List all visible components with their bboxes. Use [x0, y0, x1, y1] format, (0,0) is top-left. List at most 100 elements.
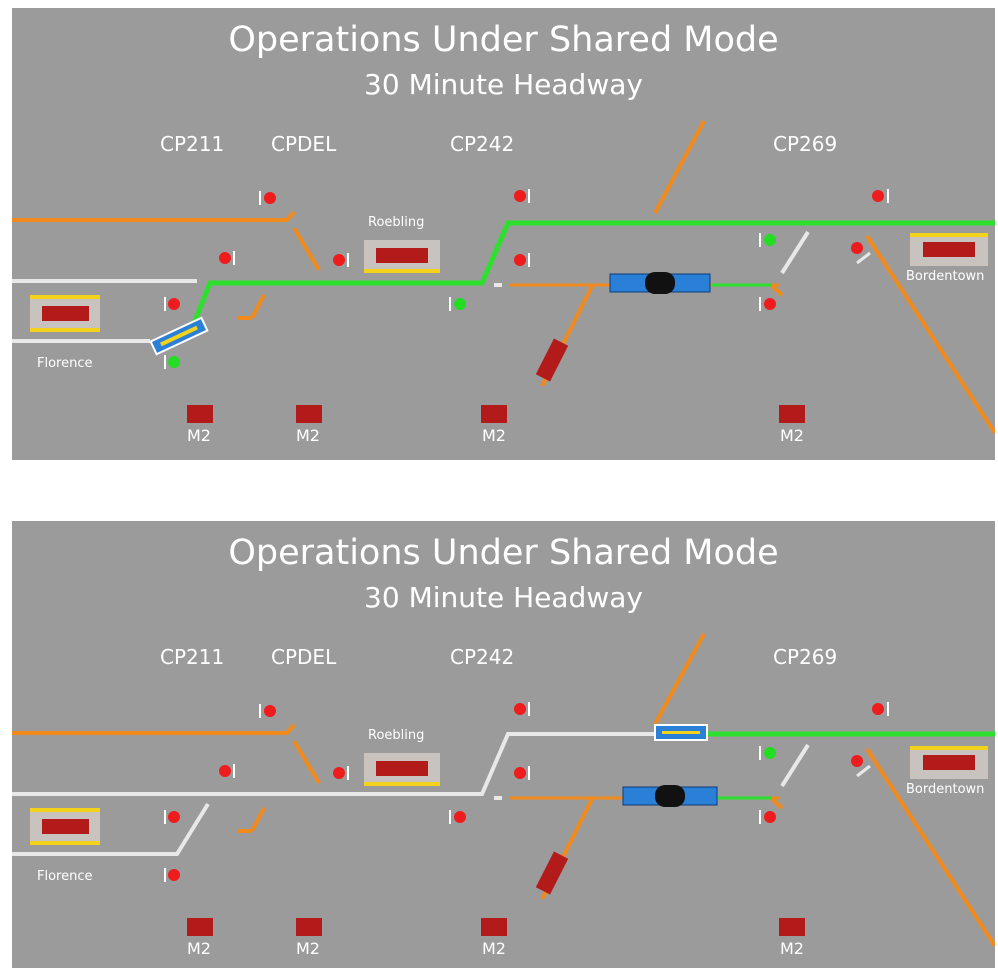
station-block: [923, 755, 975, 770]
control-point-label: CP211: [160, 645, 225, 669]
track-freight-north-end: [285, 210, 296, 222]
track-crossover-east: [780, 743, 810, 788]
station-platform: [910, 746, 988, 750]
track-freight-stub-diag: [250, 807, 266, 832]
diagram-subtitle: 30 Minute Headway: [364, 581, 643, 614]
signal-red: [219, 764, 235, 778]
signal-red: [219, 251, 235, 265]
station-platform: [30, 328, 100, 332]
signal-red: [759, 297, 776, 311]
track-diagram-bottom: [12, 633, 995, 948]
station-block: [923, 242, 975, 257]
maintenance-block: [187, 918, 213, 936]
maintenance-label: M2: [482, 426, 506, 445]
track-main: [12, 732, 659, 796]
maintenance-block: [296, 405, 322, 423]
freight-car-south: [535, 338, 569, 382]
maintenance-label: M2: [780, 426, 804, 445]
signal-red: [514, 766, 530, 780]
station-label: Roebling: [368, 215, 425, 230]
maintenance-label: M2: [296, 939, 320, 958]
signal-red: [333, 766, 349, 780]
signal-red: [514, 189, 530, 203]
maintenance-label: M2: [780, 939, 804, 958]
signal-red: [872, 702, 889, 716]
track-freight-stub-diag: [250, 294, 266, 319]
signal-red: [164, 810, 180, 824]
station-block: [376, 248, 428, 263]
control-point-label: CP242: [450, 645, 515, 669]
maintenance-label: M2: [187, 939, 211, 958]
signal-red: [759, 810, 776, 824]
station-platform: [364, 782, 440, 786]
freight-locomotive: [609, 272, 711, 294]
signal-green: [164, 355, 180, 369]
track-diagram-top: [12, 120, 995, 435]
track-freight-north-end: [285, 723, 296, 735]
track-freight-spur-north: [653, 120, 706, 214]
control-point-label: CP269: [773, 132, 838, 156]
station-platform: [30, 808, 100, 812]
light-rail-train: [654, 724, 708, 741]
maintenance-label: M2: [482, 939, 506, 958]
station-label: Florence: [37, 869, 93, 884]
track-east-stub: [856, 251, 871, 265]
station-platform: [30, 841, 100, 845]
track-siding-end: [770, 797, 784, 810]
signal-red: [851, 242, 863, 254]
signal-red: [872, 189, 889, 203]
station-label: Bordentown: [906, 269, 985, 284]
track-branch-florence: [12, 802, 210, 856]
station-platform: [30, 295, 100, 299]
track-siding-end: [770, 284, 784, 297]
diagram-title: Operations Under Shared Mode: [228, 20, 779, 60]
diagram-panel-bottom: Operations Under Shared Mode 30 Minute H…: [12, 521, 995, 968]
station-block: [42, 306, 89, 321]
maintenance-block: [481, 405, 507, 423]
track-freight-east: [865, 234, 995, 435]
station-block: [42, 819, 89, 834]
track-crossover-east: [780, 230, 810, 275]
signal-red: [514, 702, 530, 716]
maintenance-label: M2: [296, 426, 320, 445]
signal-red: [164, 297, 180, 311]
signal-red: [259, 191, 276, 205]
freight-locomotive: [622, 785, 718, 807]
diagram-title: Operations Under Shared Mode: [228, 533, 779, 573]
signal-red: [259, 704, 276, 718]
diagram-subtitle: 30 Minute Headway: [364, 68, 643, 101]
track-cleared-route: [189, 220, 995, 329]
maintenance-label: M2: [187, 426, 211, 445]
maintenance-block: [779, 405, 805, 423]
track-freight-east: [865, 747, 995, 948]
station-label: Florence: [37, 356, 93, 371]
track-freight-crossover: [292, 226, 321, 272]
station-platform: [910, 233, 988, 237]
control-point-label: CPDEL: [271, 645, 337, 669]
station-block: [376, 761, 428, 776]
control-point-label: CP269: [773, 645, 838, 669]
station-platform: [364, 269, 440, 273]
maintenance-block: [779, 918, 805, 936]
light-rail-train: [149, 316, 209, 356]
control-point-label: CP242: [450, 132, 515, 156]
signal-red: [514, 253, 530, 267]
signal-red: [851, 755, 863, 767]
signal-red: [449, 810, 466, 824]
maintenance-block: [481, 918, 507, 936]
control-point-label: CP211: [160, 132, 225, 156]
signal-green: [759, 233, 776, 247]
control-point-label: CPDEL: [271, 132, 337, 156]
station-label: Roebling: [368, 728, 425, 743]
station-label: Bordentown: [906, 782, 985, 797]
track-freight-crossover: [292, 739, 321, 785]
signal-red: [333, 253, 349, 267]
diagram-panel-top: Operations Under Shared Mode 30 Minute H…: [12, 8, 995, 460]
maintenance-block: [187, 405, 213, 423]
freight-car-south: [535, 851, 569, 895]
track-east-stub: [856, 764, 871, 778]
signal-red: [164, 868, 180, 882]
track-freight-spur-north: [653, 633, 706, 725]
signal-green: [759, 746, 776, 760]
maintenance-block: [296, 918, 322, 936]
